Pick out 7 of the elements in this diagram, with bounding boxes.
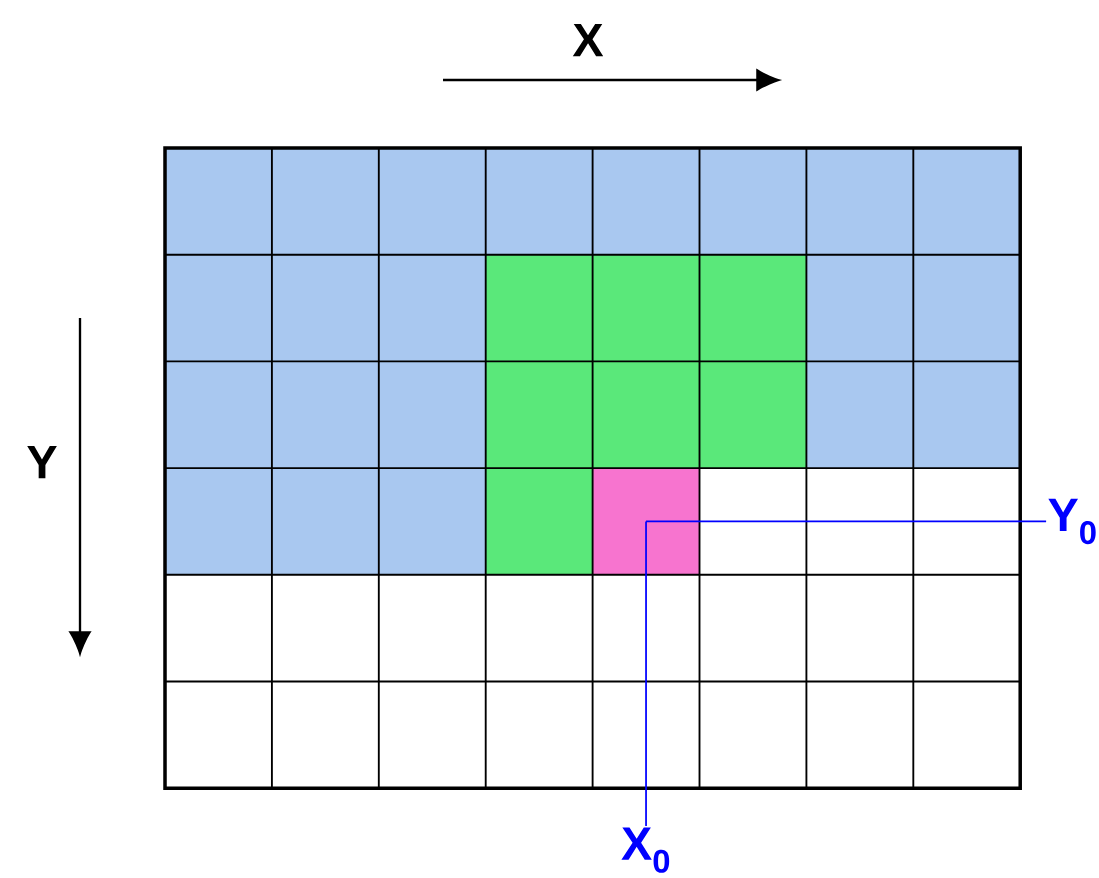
axis-label: X xyxy=(572,23,604,57)
leader-line xyxy=(645,520,647,827)
axis-origin-label: Y$_{0}$ xyxy=(1048,498,1096,545)
axis-origin-label: X$_{0}$ xyxy=(621,827,670,873)
axis-label: Y xyxy=(27,445,57,479)
leader-line xyxy=(645,520,1047,523)
highlighted-pixel xyxy=(592,468,700,575)
